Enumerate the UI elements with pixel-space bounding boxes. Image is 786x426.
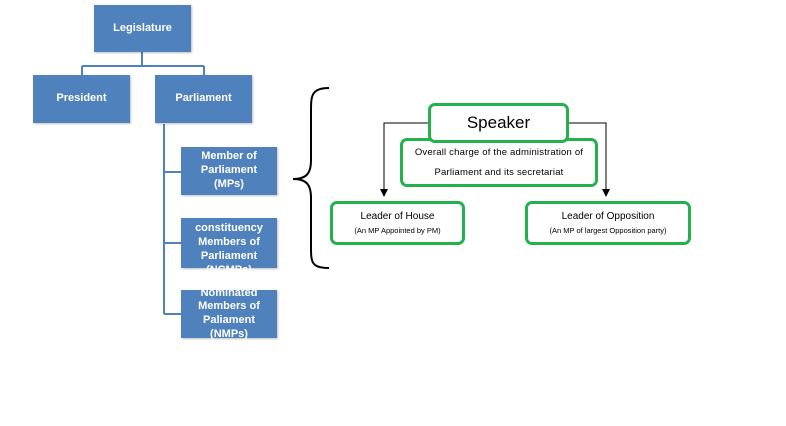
- speaker-box: Speaker: [428, 103, 569, 143]
- president-label: President: [56, 92, 107, 105]
- leader-house-title: Leader of House: [360, 211, 435, 222]
- parliament-label: Parliament: [175, 92, 232, 105]
- leader-opposition-note: (An MP of largest Opposition party): [549, 226, 667, 235]
- speaker-arrows: [380, 122, 610, 197]
- leader-opposition-title: Leader of Opposition: [561, 211, 655, 222]
- member-label-ncmps: Non-constituency Members of Parliament (…: [195, 208, 263, 276]
- member-box-nmps: Nominated Members of Paliament (NMPs): [181, 287, 277, 340]
- speaker-role-box: Overall charge of the administration of …: [400, 138, 598, 187]
- president-box: President: [33, 75, 130, 123]
- leader-house-note: (An MP Appointed by PM): [354, 226, 441, 235]
- speaker-role-text: Overall charge of the administration of …: [414, 146, 584, 178]
- member-box-mps: Member of Parliament (MPs): [181, 147, 277, 195]
- member-box-ncmps: Non-constituency Members of Parliament (…: [181, 209, 277, 276]
- curly-brace: [292, 87, 330, 269]
- leader-house-box: Leader of House (An MP Appointed by PM): [330, 201, 465, 245]
- member-label-mps: Member of Parliament (MPs): [200, 150, 258, 190]
- legislature-box: Legislature: [94, 5, 191, 52]
- legislature-label: Legislature: [113, 21, 172, 34]
- member-label-nmps: Nominated Members of Paliament (NMPs): [198, 286, 260, 340]
- members-connector: [163, 124, 181, 315]
- parliament-box: Parliament: [155, 75, 252, 123]
- leader-opposition-box: Leader of Opposition (An MP of largest O…: [525, 201, 691, 245]
- speaker-title: Speaker: [466, 113, 531, 132]
- tree-connector: [81, 52, 205, 75]
